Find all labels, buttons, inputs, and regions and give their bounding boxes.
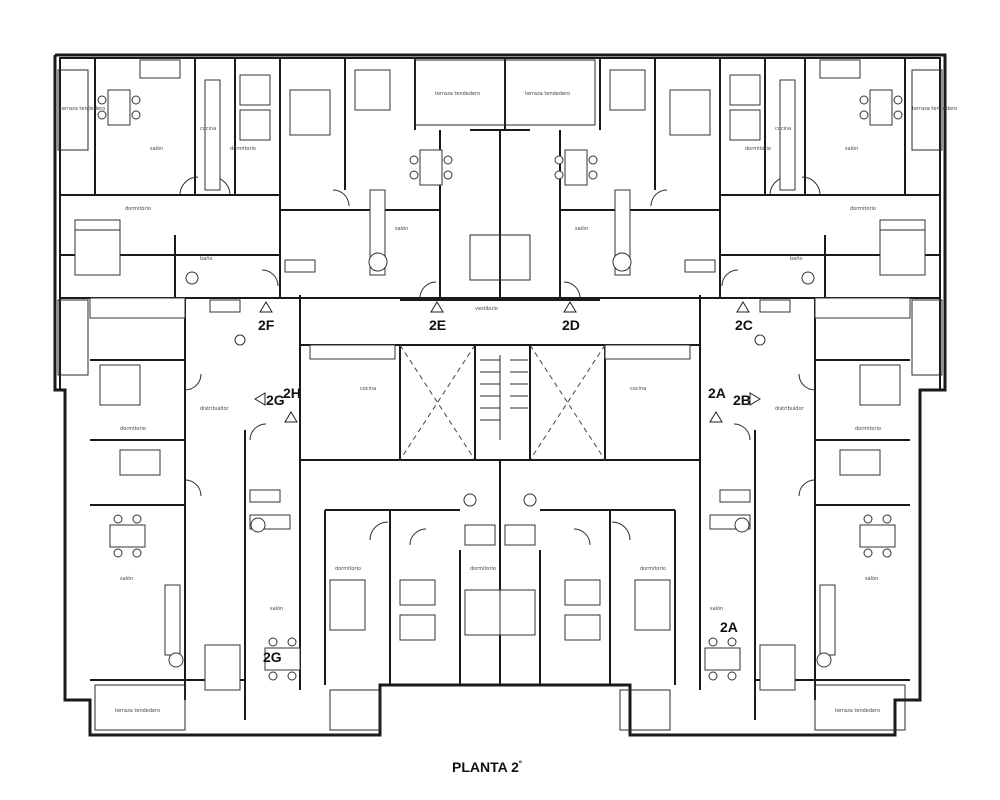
unit-label-2g-lower: 2G: [263, 649, 282, 665]
unit-label-2g: 2G: [266, 392, 285, 408]
room-label-dormitorio: dormitorio: [640, 566, 666, 572]
room-label-salon: salón: [575, 225, 588, 232]
room-label-terraza: terraza tendedero: [60, 106, 105, 112]
plan-title-superscript: º: [519, 759, 522, 768]
room-label-distribuidor: distribuidor: [200, 406, 230, 412]
room-label-dormitorio: dormitorio: [855, 426, 881, 432]
room-label-salon: salón: [270, 605, 283, 612]
unit-label-2a: 2A: [708, 385, 726, 401]
room-label-terraza: terraza tendedero: [115, 708, 160, 714]
plan-title: PLANTA 2º: [452, 759, 522, 775]
entrance-arrow-2c: [736, 301, 750, 313]
room-label-dormitorio: dormitorio: [120, 426, 146, 432]
unit-label-2e: 2E: [429, 317, 446, 333]
door-swings: [179, 176, 821, 546]
room-label-terraza: terraza tendedero: [435, 91, 480, 97]
room-label-terraza: terraza tendedero: [525, 91, 570, 97]
room-label-dormitorio: dormitorio: [850, 206, 876, 212]
room-label-dormitorio: dormitorio: [125, 206, 151, 212]
entrance-arrow-2a: [709, 411, 723, 423]
entrance-arrow-2g: [254, 392, 266, 406]
stair-core: [399, 299, 606, 461]
room-label-cocina: cocina: [630, 386, 646, 392]
unit-label-2h: 2H: [283, 385, 301, 401]
room-label-dormitorio: dormitorio: [230, 146, 256, 152]
stair-treads: [480, 355, 528, 440]
room-label-distribuidor: distribuidor: [775, 406, 805, 412]
unit-label-2b: 2B: [733, 392, 751, 408]
room-labels: salón salón dormitorio dormitorio cocina…: [60, 91, 957, 714]
beds: [74, 69, 926, 691]
room-label-dormitorio: dormitorio: [470, 566, 496, 572]
entrance-arrow-2b: [749, 392, 761, 406]
room-label-vestibulo: vestíbulo: [475, 305, 498, 312]
room-label-cocina: cocina: [360, 386, 376, 392]
dining-tables: [97, 89, 903, 681]
room-label-salon: salón: [395, 225, 408, 232]
entrance-arrows: [254, 301, 761, 423]
unit-label-2f: 2F: [258, 317, 275, 333]
room-label-dormitorio: dormitorio: [335, 566, 361, 572]
room-label-salon: salón: [845, 145, 858, 152]
entrance-arrow-2e: [430, 301, 444, 313]
room-label-salon: salón: [865, 575, 878, 582]
room-label-bano: baño: [790, 256, 802, 262]
room-label-cocina: cocina: [775, 126, 791, 132]
room-label-terraza: terraza tendedero: [912, 106, 957, 112]
unit-label-2a-lower: 2A: [720, 619, 738, 635]
room-label-salon: salón: [120, 575, 133, 582]
bathroom-fixtures: [168, 252, 832, 668]
room-label-cocina: cocina: [200, 126, 216, 132]
room-label-terraza: terraza tendedero: [835, 708, 880, 714]
entrance-arrow-2f: [259, 301, 273, 313]
room-label-salon: salón: [150, 145, 163, 152]
room-label-dormitorio: dormitorio: [745, 146, 771, 152]
terraces: [57, 59, 943, 731]
plan-title-text: PLANTA 2: [452, 759, 519, 775]
room-label-salon: salón: [710, 605, 723, 612]
svg-text:PLANTA 2º: PLANTA 2º: [452, 759, 522, 775]
entrance-arrow-2d: [563, 301, 577, 313]
unit-label-2c: 2C: [735, 317, 753, 333]
unit-label-2d: 2D: [562, 317, 580, 333]
room-label-bano: baño: [200, 256, 212, 262]
entrance-arrow-2h: [284, 411, 298, 423]
unit-labels: 2F 2E 2D 2C 2G 2H 2A 2B 2G 2A: [258, 317, 753, 665]
